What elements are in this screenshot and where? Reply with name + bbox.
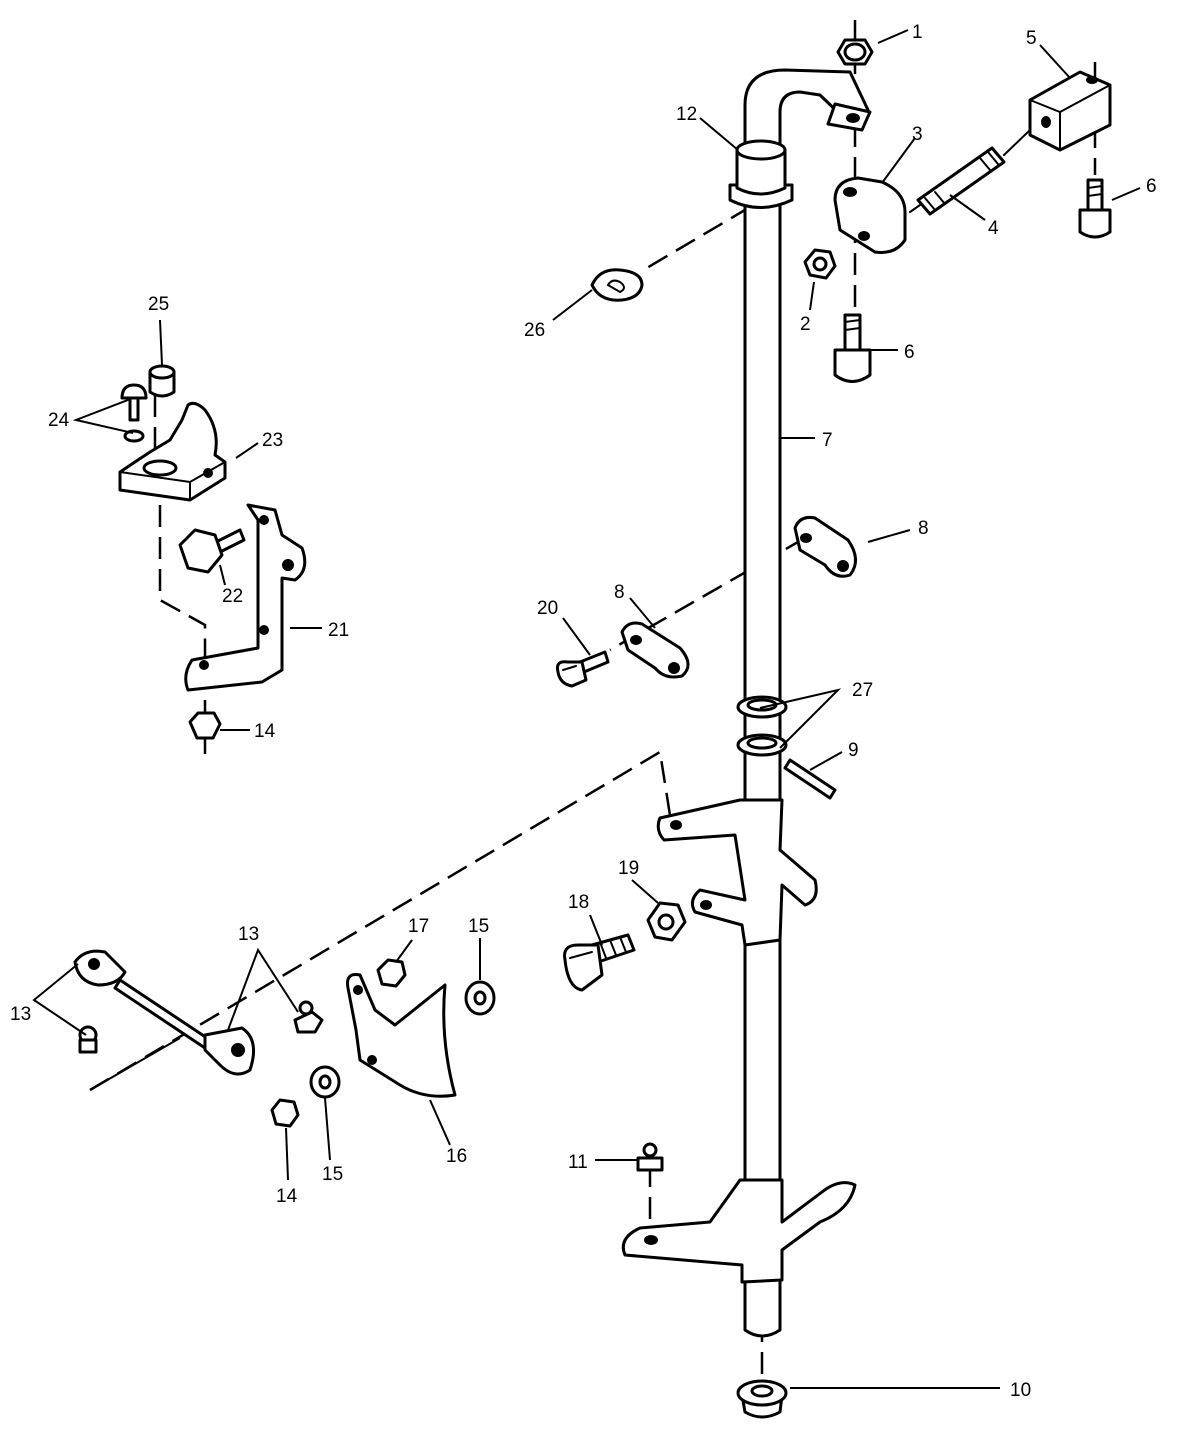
bushing-part-12 — [728, 139, 794, 209]
link-rod-part-13 — [73, 949, 256, 1076]
nut-part-17 — [376, 958, 407, 988]
callout-6-bottom: 6 — [904, 342, 915, 363]
assembly-lines — [89, 20, 1097, 1378]
callout-7: 7 — [822, 430, 833, 451]
leader-lines — [32, 29, 1141, 1389]
nut-part-14-lower — [270, 1098, 300, 1128]
nut-part-1 — [836, 38, 874, 66]
callout-numbers: 1 2 3 4 5 6 6 7 8 8 9 10 11 12 13 13 14 … — [10, 22, 1157, 1401]
callout-15-left: 15 — [322, 1164, 343, 1185]
callout-19: 19 — [618, 858, 639, 879]
bolt-part-22 — [178, 528, 246, 574]
callout-6-top: 6 — [1146, 176, 1157, 197]
pin-part-25 — [148, 364, 176, 398]
callout-26: 26 — [524, 320, 545, 341]
callout-11: 11 — [568, 1152, 588, 1173]
callout-1: 1 — [912, 22, 923, 43]
callout-18: 18 — [568, 892, 589, 913]
callout-8-lower: 8 — [614, 582, 625, 603]
callout-15-right: 15 — [468, 916, 489, 937]
shoulder-screw-part-6-top — [1078, 178, 1112, 239]
bushing-part-10 — [736, 1379, 788, 1419]
callout-13-top: 13 — [238, 924, 259, 945]
screw-part-20 — [556, 650, 610, 688]
callout-14-lower: 14 — [276, 1186, 298, 1207]
bottom-arm — [621, 1178, 857, 1284]
ball-stud-part-13-right — [293, 1000, 324, 1034]
shaft-part-7 — [743, 68, 872, 1338]
callout-25: 25 — [148, 294, 169, 315]
washer-part-27-lower — [736, 733, 788, 757]
bracket-part-21 — [184, 503, 307, 692]
crank-arm — [656, 798, 818, 947]
washer-part-15-right — [464, 980, 496, 1016]
threaded-stud-part-4 — [909, 129, 1031, 216]
block-part-5 — [1028, 70, 1112, 152]
callout-10: 10 — [1010, 1380, 1031, 1401]
bracket-part-23 — [118, 401, 227, 502]
nut-part-19 — [646, 901, 687, 942]
pin-part-9 — [783, 758, 837, 800]
clamp-part-8-upper — [793, 516, 857, 578]
callout-14-upper: 14 — [254, 721, 276, 742]
callout-5: 5 — [1026, 28, 1037, 49]
callout-2: 2 — [800, 314, 811, 335]
callout-20: 20 — [537, 598, 558, 619]
plate-part-16 — [346, 973, 457, 1098]
callout-9: 9 — [848, 740, 859, 761]
nut-part-14-upper — [188, 711, 222, 740]
callout-16: 16 — [446, 1146, 467, 1167]
block-part-3 — [833, 176, 907, 254]
screw-washer-part-24 — [120, 383, 148, 443]
callout-23: 23 — [262, 430, 283, 451]
callout-13-left: 13 — [10, 1004, 31, 1025]
callout-17: 17 — [408, 916, 429, 937]
callout-27: 27 — [852, 680, 873, 701]
screw-part-18 — [563, 933, 636, 992]
callout-8-upper: 8 — [918, 518, 929, 539]
callout-21: 21 — [328, 620, 349, 641]
shoulder-screw-part-6-bottom — [833, 313, 872, 383]
washer-part-15-left — [309, 1065, 341, 1099]
e-ring-part-26 — [590, 268, 644, 302]
callout-4: 4 — [988, 218, 999, 239]
oil-fitting-part-11 — [636, 1142, 664, 1172]
clamp-part-8-lower — [620, 621, 690, 679]
callout-12: 12 — [676, 104, 697, 125]
callout-3: 3 — [912, 124, 923, 145]
ball-stud-part-13-left — [78, 1025, 98, 1054]
nut-part-2 — [803, 248, 837, 280]
callout-22: 22 — [222, 586, 243, 607]
callout-24: 24 — [48, 410, 70, 431]
